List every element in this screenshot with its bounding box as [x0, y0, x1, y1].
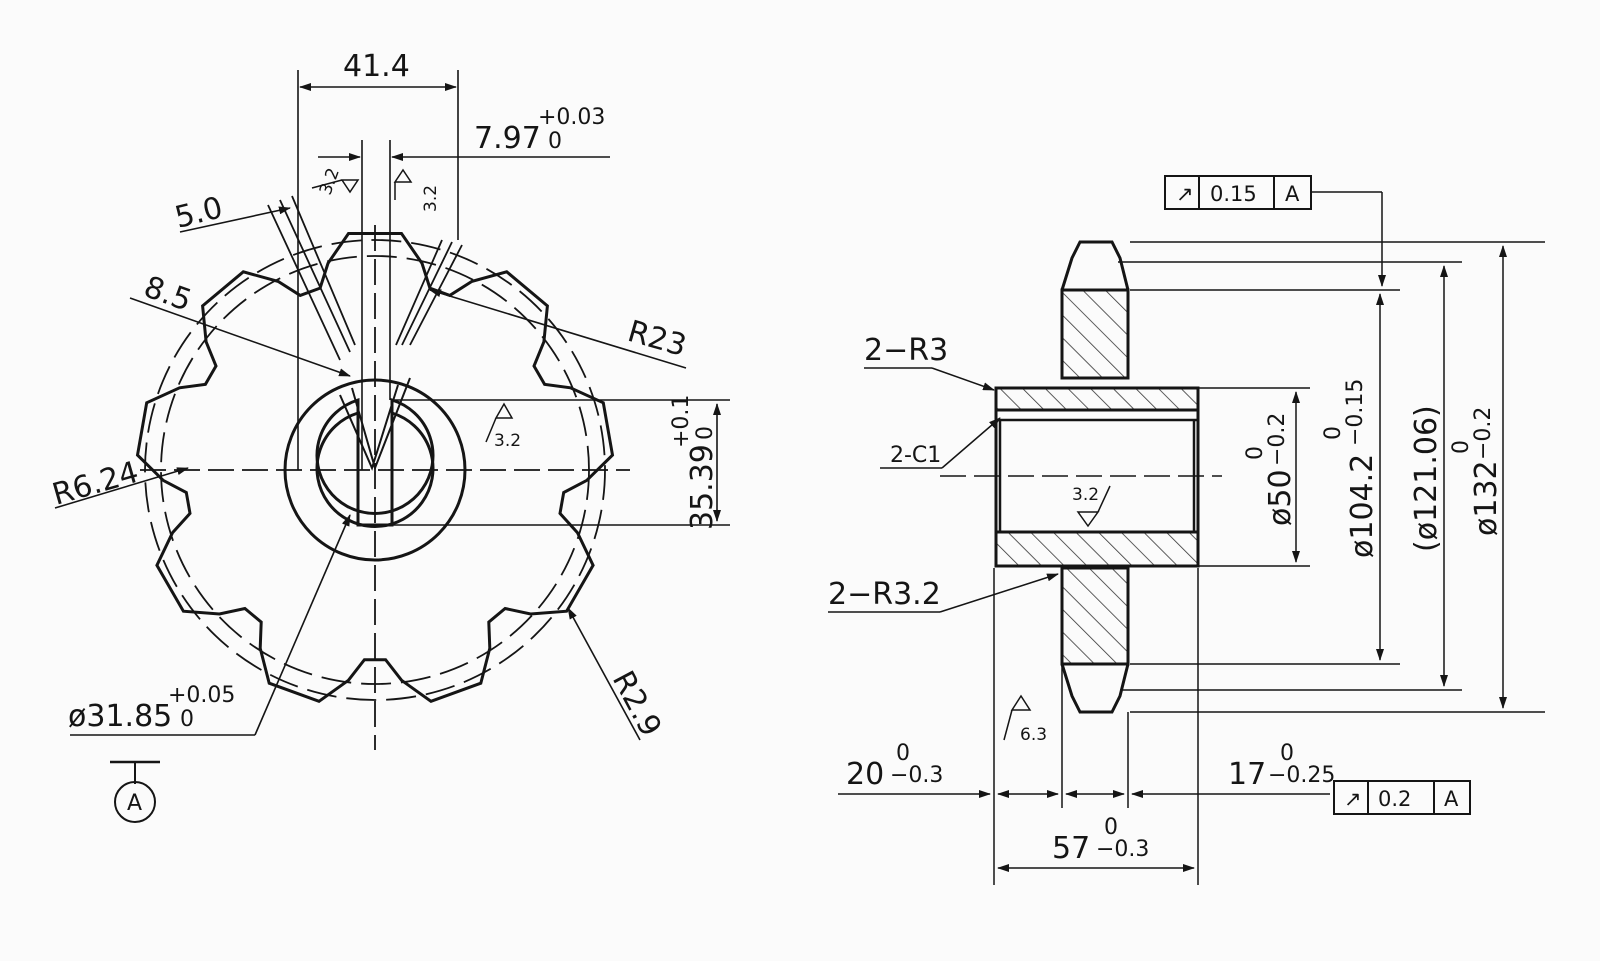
- dim-bore-lower: 0: [180, 707, 194, 732]
- dim-pitch-dia: (ø121.06): [1409, 405, 1444, 552]
- dim-outer-dia-lower: −0.2: [1471, 407, 1496, 460]
- fcf-bottom-box: [1333, 780, 1471, 815]
- front-view: [135, 195, 630, 750]
- dim-outer-dia-base: ø132: [1469, 460, 1504, 536]
- dim-41-4: 41.4: [343, 49, 410, 84]
- web-lower: [1060, 566, 1130, 666]
- fcf-bottom-value: 0.2: [1378, 787, 1411, 811]
- roughness-keyway-left: 3.2: [316, 165, 344, 197]
- dim-bore-base: ø31.85: [68, 699, 172, 734]
- fcf-top-value: 0.15: [1210, 182, 1257, 206]
- dim-key-depth-upper: +0.1: [669, 395, 694, 448]
- tooth-tip-lower: [1060, 663, 1130, 714]
- dim-keyway-lower: 0: [548, 129, 562, 154]
- root-circle: [160, 255, 590, 685]
- dim-len-57-base: 57: [1052, 831, 1090, 866]
- dim-outer-dia-upper: 0: [1449, 440, 1474, 454]
- dim-key-depth-base: 35.39: [685, 444, 720, 530]
- roughness-keyway-right: 3.2: [421, 185, 441, 212]
- dim-len-20-base: 20: [846, 757, 884, 792]
- label-2-r3: 2−R3: [864, 333, 948, 368]
- web-upper: [1060, 288, 1130, 380]
- label-2-c1: 2-C1: [890, 443, 941, 468]
- dim-keyway-upper: +0.03: [538, 105, 605, 130]
- dim-len-57-lower: −0.3: [1096, 837, 1149, 862]
- dim-bore-upper: +0.05: [168, 683, 235, 708]
- front-labels: 41.4 7.97 +0.03 0 5.0 8.5 R23 R6.24 R2.9…: [49, 49, 720, 816]
- roughness-bore: 3.2: [494, 431, 521, 451]
- dim-keyway-base: 7.97: [474, 121, 541, 156]
- fcf-bottom-datum: A: [1444, 787, 1459, 811]
- dim-root-dia-lower: −0.15: [1343, 379, 1368, 446]
- dim-hub-dia-base: ø50: [1263, 469, 1298, 526]
- dim-len-20-upper: 0: [896, 741, 910, 766]
- hub-wall-upper: [994, 386, 1200, 412]
- dim-root-dia-upper: 0: [1321, 426, 1346, 440]
- datum-circle: [114, 781, 156, 823]
- keyway-v-lines: [339, 377, 411, 472]
- sprocket-outline: [135, 232, 615, 703]
- pitch-circle: [144, 239, 606, 701]
- dim-len-17-lower: −0.25: [1268, 763, 1335, 788]
- dim-len-20-lower: −0.3: [890, 763, 943, 788]
- dim-hub-dia-upper: 0: [1243, 446, 1268, 460]
- dim-len-17-upper: 0: [1280, 741, 1294, 766]
- tooth-flank-lines: [267, 195, 463, 361]
- section-view: [994, 240, 1200, 714]
- roughness-section-bore: 3.2: [1072, 485, 1099, 505]
- dim-key-depth-lower: 0: [693, 426, 718, 440]
- roughness-section-face: 6.3: [1020, 725, 1047, 745]
- datum-label: A: [127, 791, 142, 816]
- dim-5-0: 5.0: [171, 190, 226, 236]
- tooth-tip-upper: [1060, 240, 1130, 291]
- dim-root-dia-base: ø104.2: [1345, 454, 1380, 558]
- bore-with-keyway: [315, 397, 435, 527]
- fcf-top-box: [1164, 175, 1312, 210]
- hub-wall-lower: [994, 530, 1200, 568]
- fcf-bottom-symbol: ↗: [1344, 787, 1362, 811]
- dim-8-5: 8.5: [139, 270, 196, 319]
- fcf-top-symbol: ↗: [1176, 182, 1194, 206]
- hub-outer-circle: [283, 378, 467, 562]
- dim-r23: R23: [624, 314, 690, 364]
- section-labels: ↗ 0.15 A ↗ 0.2 A 2−R3 2-C1 2−R3.2 ø50 0 …: [828, 182, 1504, 866]
- dim-r2-9: R2.9: [605, 665, 668, 742]
- fcf-top-datum: A: [1285, 182, 1300, 206]
- front-dimensions: [54, 70, 730, 823]
- dim-r6-24: R6.24: [49, 455, 143, 513]
- bore-lines: [996, 408, 1198, 534]
- dim-len-57-upper: 0: [1104, 815, 1118, 840]
- dim-len-17-base: 17: [1228, 757, 1266, 792]
- bore-arc: [315, 411, 435, 528]
- section-dimensions: [828, 175, 1545, 885]
- dim-hub-dia-lower: −0.2: [1265, 413, 1290, 466]
- label-2-r3-2: 2−R3.2: [828, 577, 941, 612]
- bore-keyway-slot: [356, 400, 394, 525]
